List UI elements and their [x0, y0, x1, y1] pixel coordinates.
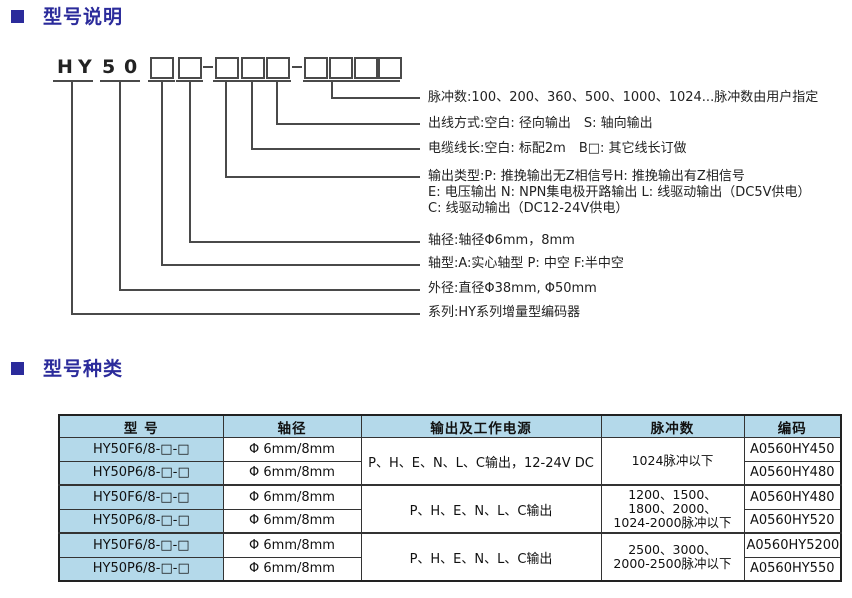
table-row: HY50P6/8-□-□ Φ 6mm/8mm A0560HY550	[58, 556, 842, 582]
table-row: HY50F6/8-□-□ Φ 6mm/8mm P、H、E、N、L、C输出 120…	[58, 484, 842, 534]
model-dash	[292, 66, 302, 68]
label-output-type-line3: C: 线驱动输出（DC12-24V供电）	[428, 201, 629, 216]
cell-model: HY50P6/8-□-□	[58, 508, 224, 534]
underline-outlet-mode	[265, 80, 291, 82]
cell-shaft: Φ 6mm/8mm	[222, 532, 362, 558]
cell-model: HY50F6/8-□-□	[58, 437, 224, 462]
cell-code: A0560HY480	[743, 484, 842, 510]
label-output-type: 输出类型:P: 推挽输出无Z相信号H: 推挽输出有Z相信号 E: 电压输出 N:…	[428, 169, 811, 217]
connector-line	[331, 97, 420, 99]
header-code: 编码	[743, 414, 842, 438]
connector-line	[225, 176, 420, 178]
cell-output-group3: P、H、E、N、L、C输出	[360, 532, 602, 582]
label-outer-diameter: 外径:直径Φ38mm, Φ50mm	[428, 281, 597, 296]
model-box	[329, 57, 353, 79]
underline-shaft-diameter	[176, 80, 203, 82]
connector-line	[119, 82, 121, 289]
model-box	[354, 57, 378, 79]
cell-shaft: Φ 6mm/8mm	[222, 484, 362, 510]
section-title: 型号种类	[43, 358, 124, 380]
cell-code: A0560HY5200	[743, 532, 842, 558]
cell-shaft: Φ 6mm/8mm	[222, 437, 362, 462]
bullet-square-icon	[11, 10, 24, 23]
model-prefix-char: Y	[78, 56, 92, 78]
connector-line	[161, 82, 163, 264]
cell-model: HY50P6/8-□-□	[58, 460, 224, 486]
model-dash	[203, 66, 213, 68]
header-shaft-diameter: 轴径	[222, 414, 362, 438]
underline-output-type	[213, 80, 240, 82]
model-prefix-char: 5	[102, 56, 116, 78]
table-row: HY50P6/8-□-□ Φ 6mm/8mm A0560HY520	[58, 508, 842, 534]
cell-model: HY50F6/8-□-□	[58, 484, 224, 510]
cell-code: A0560HY450	[743, 437, 842, 462]
cell-model: HY50P6/8-□-□	[58, 556, 224, 582]
connector-line	[189, 241, 420, 243]
label-shaft-type: 轴型:A:实心轴型 P: 中空 F:半中空	[428, 256, 624, 271]
underline-pulse-count	[303, 80, 400, 82]
connector-line	[189, 82, 191, 241]
cell-output-group1: P、H、E、N、L、C输出，12-24V DC	[360, 437, 602, 486]
underline-series	[53, 80, 93, 82]
connector-line	[276, 82, 278, 123]
header-model: 型 号	[58, 414, 224, 438]
model-prefix-char: 0	[124, 56, 138, 78]
label-output-type-line1: 输出类型:P: 推挽输出无Z相信号H: 推挽输出有Z相信号	[428, 169, 745, 184]
section-title: 型号说明	[43, 6, 124, 28]
underline-outer-diameter	[100, 80, 140, 82]
label-cable-length: 电缆线长:空白: 标配2m B□: 其它线长订做	[428, 141, 687, 156]
model-box	[241, 57, 265, 79]
cell-shaft: Φ 6mm/8mm	[222, 508, 362, 534]
cell-pulse-group1: 1024脉冲以下	[600, 437, 745, 486]
model-prefix-char: H	[57, 56, 73, 78]
bullet-square-icon	[11, 362, 24, 375]
label-pulse-count: 脉冲数:100、200、360、500、1000、1024...脉冲数由用户指定	[428, 90, 819, 105]
underline-cable-length	[240, 80, 266, 82]
connector-line	[161, 264, 420, 266]
model-number-diagram: H Y 5 0	[53, 56, 819, 320]
cell-model: HY50F6/8-□-□	[58, 532, 224, 558]
cell-code: A0560HY480	[743, 460, 842, 486]
connector-line	[71, 82, 73, 313]
connector-line	[276, 123, 420, 125]
header-pulse-count: 脉冲数	[600, 414, 745, 438]
label-output-type-line2: E: 电压输出 N: NPN集电极开路输出 L: 线驱动输出（DC5V供电）	[428, 185, 811, 200]
section-model-types-heading: 型号种类	[0, 358, 420, 386]
connector-line	[71, 313, 420, 315]
underline-shaft-type	[148, 80, 175, 82]
header-output-power: 输出及工作电源	[360, 414, 602, 438]
label-outlet-mode: 出线方式:空白: 径向输出 S: 轴向输出	[428, 116, 653, 131]
table-row: HY50F6/8-□-□ Φ 6mm/8mm P、H、E、N、L、C输出 250…	[58, 532, 842, 582]
section-model-description-heading: 型号说明	[0, 6, 420, 34]
cell-code: A0560HY550	[743, 556, 842, 582]
connector-line	[251, 148, 420, 150]
label-series: 系列:HY系列增量型编码器	[428, 305, 581, 320]
cell-shaft: Φ 6mm/8mm	[222, 556, 362, 582]
connector-line	[251, 82, 253, 148]
model-box	[378, 57, 402, 79]
connector-line	[225, 82, 227, 176]
cell-pulse-group2: 1200、1500、 1800、2000、 1024-2000脉冲以下	[600, 484, 745, 534]
label-shaft-diameter: 轴径:轴径Φ6mm，8mm	[428, 233, 575, 248]
model-box	[150, 57, 174, 79]
cell-pulse-group3: 2500、3000、 2000-2500脉冲以下	[600, 532, 745, 582]
table-row: HY50P6/8-□-□ Φ 6mm/8mm A0560HY480	[58, 460, 842, 486]
model-box	[266, 57, 290, 79]
connector-line	[331, 82, 333, 97]
model-box	[178, 57, 202, 79]
connector-line	[119, 289, 420, 291]
cell-output-group2: P、H、E、N、L、C输出	[360, 484, 602, 534]
table-row: HY50F6/8-□-□ Φ 6mm/8mm P、H、E、N、L、C输出，12-…	[58, 437, 842, 486]
cell-code: A0560HY520	[743, 508, 842, 534]
table-header-row: 型 号 轴径 输出及工作电源 脉冲数 编码	[58, 414, 842, 438]
cell-shaft: Φ 6mm/8mm	[222, 460, 362, 486]
model-box	[304, 57, 328, 79]
model-types-table: 型 号 轴径 输出及工作电源 脉冲数 编码 HY50F6/8-□-□ Φ 6mm…	[58, 414, 842, 582]
model-box	[215, 57, 239, 79]
